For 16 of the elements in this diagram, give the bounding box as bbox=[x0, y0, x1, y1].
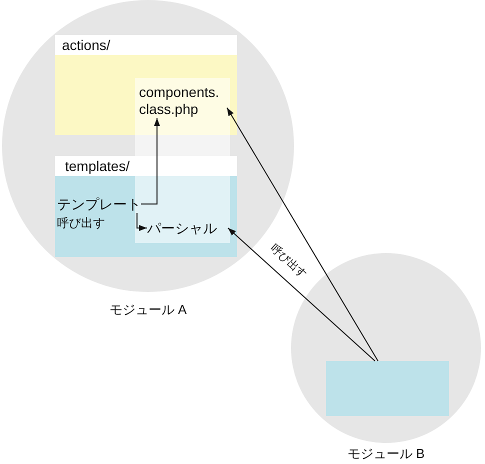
file-name-label: components. class.php bbox=[139, 84, 227, 118]
module-label: モジュール A bbox=[109, 302, 187, 317]
folder-panel bbox=[55, 35, 237, 135]
module-block bbox=[326, 361, 449, 416]
template-label: テンプレート bbox=[57, 195, 141, 213]
edge-label: 呼び出す bbox=[267, 242, 309, 282]
folder-heading: actions/ bbox=[55, 35, 237, 55]
arrow bbox=[226, 107, 378, 362]
folder-heading: templates/ bbox=[55, 156, 237, 176]
folder-panel bbox=[55, 156, 237, 257]
arrow bbox=[140, 118, 160, 204]
module-label: モジュール B bbox=[347, 446, 425, 461]
arrow bbox=[136, 212, 148, 231]
partial-label: パーシャル bbox=[147, 219, 228, 237]
annotation-text: 呼び出す bbox=[57, 216, 105, 231]
arrow bbox=[228, 228, 376, 362]
